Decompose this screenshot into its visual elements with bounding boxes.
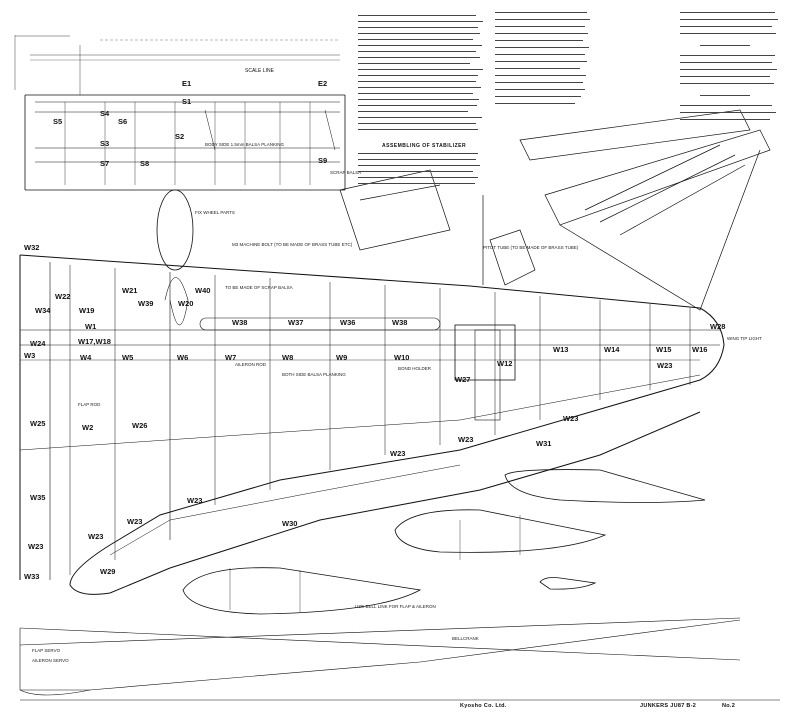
rib-part-S8: S8 <box>140 159 150 168</box>
part-W23-g: W23 <box>88 532 104 541</box>
part-W34: W34 <box>35 306 51 315</box>
part-W29: W29 <box>100 567 116 576</box>
rib-panel <box>14 35 346 191</box>
part-W14: W14 <box>604 345 620 354</box>
part-W23-d: W23 <box>390 449 406 458</box>
part-W22: W22 <box>55 292 71 301</box>
part-W40: W40 <box>195 286 211 295</box>
fix-wheel-parts-note: FIX WHEEL PARTS <box>195 210 235 215</box>
part-W28: W28 <box>710 322 726 331</box>
part-W23-e: W23 <box>187 496 203 505</box>
wing-outline <box>19 189 741 696</box>
part-W24: W24 <box>30 339 46 348</box>
both-side-balsa-note: BOTH SIDE BALSA PLANKING <box>282 372 346 377</box>
part-W6: W6 <box>177 353 189 362</box>
part-W16: W16 <box>692 345 708 354</box>
part-W31: W31 <box>536 439 552 448</box>
model-title: JUNKERS JU87 B-2 <box>640 703 697 709</box>
part-W38-a: W38 <box>232 318 248 327</box>
part-W23-h: W23 <box>28 542 44 551</box>
rib-part-S3: S3 <box>100 139 110 148</box>
aileron-rod-note: AILERON ROD <box>235 362 267 367</box>
part-W27: W27 <box>455 375 471 384</box>
part-W4: W4 <box>80 353 92 362</box>
m3-bolt-note: M3 MACHINE BOLT (TO BE MADE OF BRASS TUB… <box>232 242 353 247</box>
bellcrank-note: BELLCRANK <box>452 636 479 641</box>
part-W23-a: W23 <box>657 361 673 370</box>
stabilizer-heading: ASSEMBLING OF STABILIZER <box>382 143 467 149</box>
part-W23-c: W23 <box>458 435 474 444</box>
part-W26: W26 <box>132 421 148 430</box>
aileron-servo-note: AILERON SERVO <box>32 658 69 663</box>
maker-label: Kyosho Co. Ltd. <box>460 703 507 709</box>
rib-part-S9: S9 <box>318 156 328 165</box>
part-W5: W5 <box>122 353 134 362</box>
part-W15: W15 <box>656 345 672 354</box>
bell-link-note: USE BELL LINK FOR FLAP & AILERON <box>355 604 436 609</box>
part-W20: W20 <box>178 299 194 308</box>
part-W17-W18: W17,W18 <box>78 337 111 346</box>
part-W25: W25 <box>30 419 46 428</box>
part-W35: W35 <box>30 493 46 502</box>
part-W7: W7 <box>225 353 237 362</box>
scrap-balsa-note: SCRAP BALSA <box>330 170 362 175</box>
assembly-isometrics <box>339 109 771 311</box>
airfoil-sections <box>182 469 706 615</box>
sheet-number: No.2 <box>722 703 736 709</box>
part-W32: W32 <box>24 243 40 252</box>
flap-rod-note: FLAP ROD <box>78 402 101 407</box>
part-W3: W3 <box>24 351 36 360</box>
part-W2: W2 <box>82 423 94 432</box>
part-W39: W39 <box>138 299 154 308</box>
part-W12: W12 <box>497 359 513 368</box>
wing-tip-light-note: WING TIP LIGHT <box>727 336 762 341</box>
rib-part-S1: S1 <box>182 97 192 106</box>
scale-line-label: SCALE LINE <box>245 68 274 74</box>
part-W21: W21 <box>122 286 138 295</box>
rib-part-S7: S7 <box>100 159 110 168</box>
part-W36: W36 <box>340 318 356 327</box>
pitot-tube-note: PITOT TUBE (TO BE MADE OF BRASS TUBE) <box>483 245 579 250</box>
part-W37: W37 <box>288 318 304 327</box>
body-side-note: BODY SIDE 1.5mm BALSA PLANKING <box>205 142 284 147</box>
rib-part-S4: S4 <box>100 109 110 118</box>
part-W8: W8 <box>282 353 294 362</box>
part-W23-b: W23 <box>563 414 579 423</box>
part-W19: W19 <box>79 306 95 315</box>
part-W33: W33 <box>24 572 40 581</box>
part-W9: W9 <box>336 353 348 362</box>
part-W1: W1 <box>85 322 97 331</box>
part-W30: W30 <box>282 519 298 528</box>
rib-part-S2: S2 <box>175 132 185 141</box>
part-W23-f: W23 <box>127 517 143 526</box>
rib-part-E2: E2 <box>318 79 328 88</box>
part-W13: W13 <box>553 345 569 354</box>
flap-servo-note: FLAP SERVO <box>32 648 61 653</box>
part-W38-b: W38 <box>392 318 408 327</box>
bond-holder-note: BOND HOLDER <box>398 366 432 371</box>
rib-part-S5: S5 <box>53 117 63 126</box>
scrap-balsa-wing-note: TO BE MADE OF SCRAP BALSA <box>225 285 293 290</box>
rib-part-S6: S6 <box>118 117 128 126</box>
rib-part-E1: E1 <box>182 79 192 88</box>
part-W10: W10 <box>394 353 410 362</box>
